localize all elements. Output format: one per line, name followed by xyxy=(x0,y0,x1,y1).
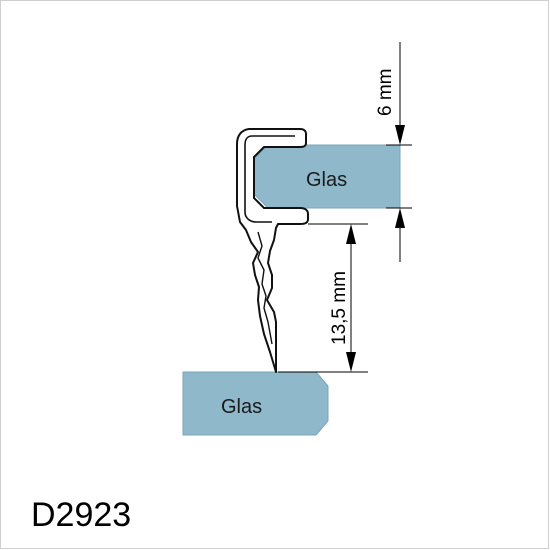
gap-arrow-up xyxy=(346,224,356,244)
lower-glass-label: Glas xyxy=(221,396,262,418)
product-code: D2923 xyxy=(31,496,132,534)
seal-profile xyxy=(236,128,309,373)
thickness-arrow-up xyxy=(395,208,405,228)
thickness-arrow-down xyxy=(395,125,405,145)
thickness-dimension-label: 6 mm xyxy=(375,69,396,117)
gap-arrow-down xyxy=(346,352,356,372)
upper-glass-label: Glas xyxy=(306,169,347,191)
gap-dimension-label: 13,5 mm xyxy=(329,271,350,345)
seal-inner-outline xyxy=(244,135,295,223)
seal-fin-inner xyxy=(257,231,273,345)
